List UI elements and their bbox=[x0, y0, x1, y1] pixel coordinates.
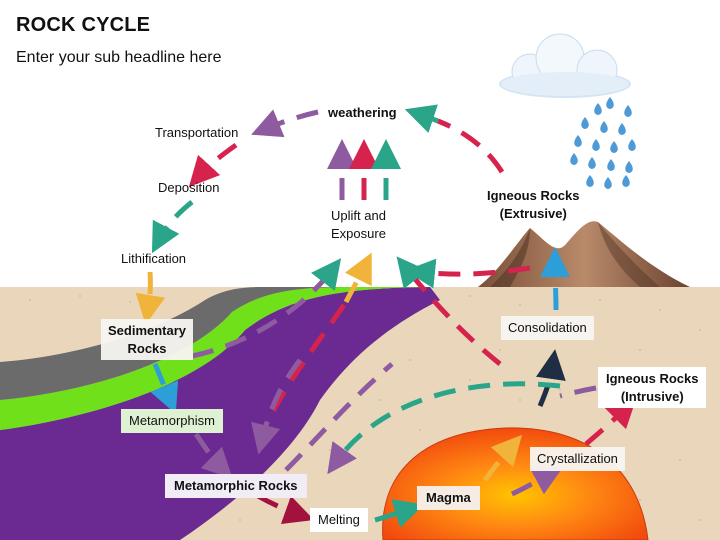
flow-arrows bbox=[135, 104, 637, 528]
arrow-crystallization-to-igneous-intrusive bbox=[584, 397, 637, 446]
raindrop bbox=[606, 97, 614, 109]
raindrop bbox=[618, 123, 626, 135]
raindrop bbox=[588, 157, 596, 169]
arrow-lithification-to-sedimentary bbox=[135, 271, 166, 325]
arrow-extrusive-to-weathering bbox=[437, 118, 505, 174]
label-sedimentary-rocks: Sedimentary Rocks bbox=[101, 319, 194, 361]
arrow-igneous-to-metamorphic bbox=[327, 381, 561, 475]
mountains bbox=[478, 221, 690, 287]
arrow-sedimentary-to-uplift bbox=[191, 258, 342, 359]
arrow-transportation-to-deposition bbox=[188, 142, 238, 188]
raindrop bbox=[607, 159, 615, 171]
arrow-metamorphism-to-metamorphic bbox=[193, 432, 233, 479]
raindrop bbox=[581, 117, 589, 129]
label-metamorphism: Metamorphism bbox=[121, 409, 223, 433]
raindrops-icon bbox=[570, 97, 636, 189]
raindrop bbox=[594, 103, 602, 115]
arrow-metamorphic-to-uplift-head bbox=[343, 252, 372, 304]
raindrop bbox=[625, 161, 633, 173]
raindrop bbox=[586, 175, 594, 187]
page-title: ROCK CYCLE bbox=[16, 14, 151, 36]
arrow-magma-to-crystallization-2 bbox=[510, 466, 564, 497]
cloud-icon bbox=[499, 33, 631, 98]
label-metamorphic-rocks: Metamorphic Rocks bbox=[165, 474, 307, 498]
label-igneous-rocks-intrusive: Igneous Rocks (Intrusive) bbox=[598, 367, 707, 409]
label-weathering: weathering bbox=[328, 105, 397, 120]
green-rock-layer bbox=[0, 287, 430, 430]
raindrop bbox=[570, 153, 578, 165]
arrow-sed-to-metamorphic-long bbox=[251, 358, 303, 455]
raindrop bbox=[600, 121, 608, 133]
raindrop bbox=[592, 139, 600, 151]
arrow-melting-to-magma bbox=[374, 499, 425, 528]
label-transportation: Transportation bbox=[155, 125, 239, 140]
label-magma: Magma bbox=[417, 486, 480, 510]
label-uplift-and-exposure: Uplift and Exposure bbox=[331, 208, 386, 241]
arrow-to-consolidation bbox=[536, 349, 566, 407]
label-deposition: Deposition bbox=[158, 180, 220, 195]
arrow-intrusive-to-uplift bbox=[396, 256, 502, 366]
raindrop bbox=[604, 177, 612, 189]
arrow-metamorphic-to-melting bbox=[256, 493, 315, 525]
arrow-deposition-to-lithification bbox=[151, 200, 194, 254]
label-crystallization: Crystallization bbox=[530, 447, 625, 471]
raindrop bbox=[574, 135, 582, 147]
label-lithification: Lithification bbox=[121, 251, 187, 266]
arrow-igneous-intrusive-to-consolidation bbox=[559, 385, 597, 399]
raindrop bbox=[622, 175, 630, 187]
arrow-sedimentary-to-metamorphism bbox=[150, 363, 179, 414]
label-consolidation: Consolidation bbox=[501, 316, 594, 340]
raindrop bbox=[610, 141, 618, 153]
arrow-weathering-to-transportation bbox=[251, 109, 319, 138]
raindrop bbox=[624, 105, 632, 117]
page-subtitle: Enter your sub headline here bbox=[16, 49, 222, 66]
arrow-magma-to-crystallization bbox=[483, 434, 523, 482]
arrow-melting-from-sedimentary bbox=[284, 362, 394, 472]
arrow-consolidation-to-extrusive bbox=[540, 247, 571, 311]
raindrop bbox=[628, 139, 636, 151]
label-igneous-rocks-extrusive: Igneous Rocks (Extrusive) bbox=[487, 188, 580, 221]
arrow-extrusive-to-weathering-head bbox=[404, 104, 439, 133]
arrow-igneous-to-uplift bbox=[405, 258, 531, 289]
label-melting: Melting bbox=[310, 508, 368, 532]
